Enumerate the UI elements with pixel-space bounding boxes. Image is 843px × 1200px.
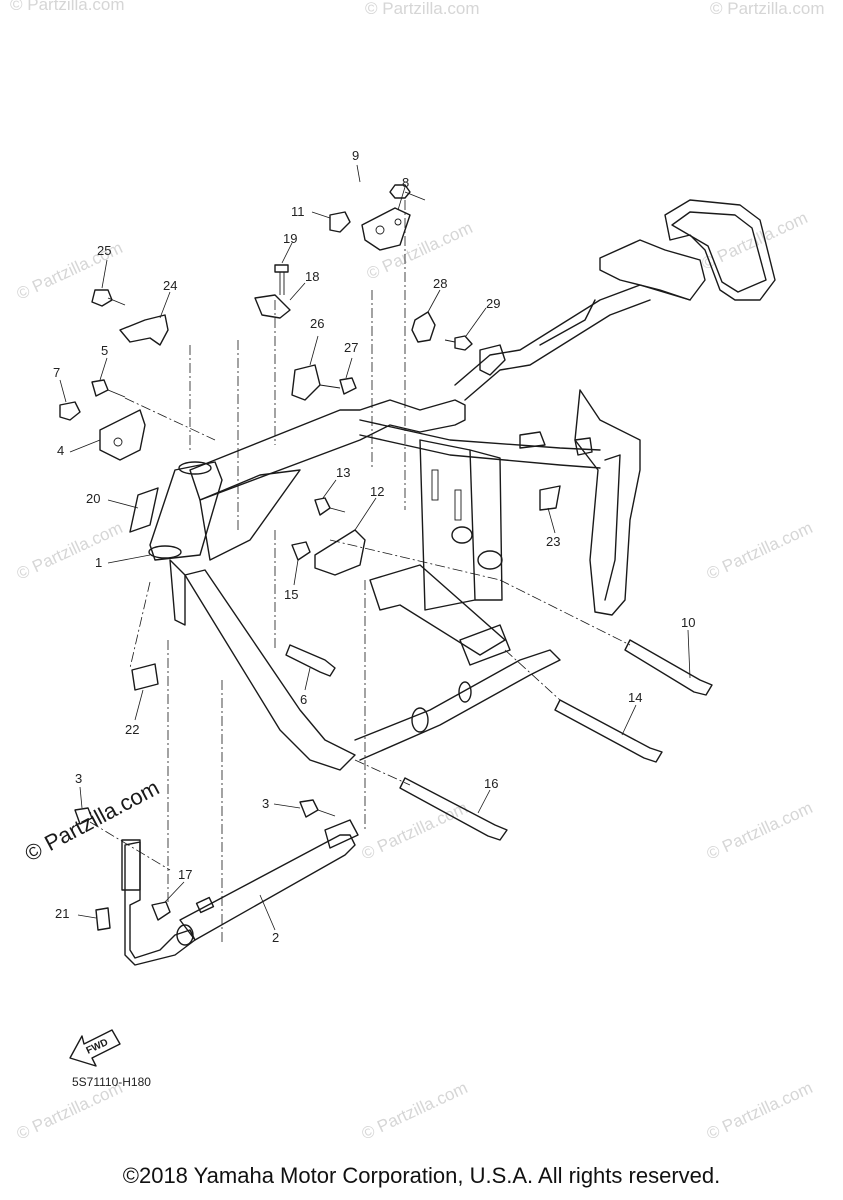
callout-23: 23	[546, 534, 560, 549]
watermark: © Partzilla.com	[14, 518, 126, 584]
callout-9: 9	[352, 148, 359, 163]
callout-15: 15	[284, 587, 298, 602]
watermark: © Partzilla.com	[704, 1078, 816, 1144]
callout-26: 26	[310, 316, 324, 331]
callout-22: 22	[125, 722, 139, 737]
callout-3a: 3	[75, 771, 82, 786]
callout-5: 5	[101, 343, 108, 358]
callout-2: 2	[272, 930, 279, 945]
fwd-label: FWD	[85, 1037, 110, 1057]
callout-6: 6	[300, 692, 307, 707]
callout-8: 8	[402, 175, 409, 190]
callout-21: 21	[55, 906, 69, 921]
watermark: © Partzilla.com	[359, 798, 471, 864]
alignment-lines	[89, 200, 631, 945]
watermark: © Partzilla.com	[365, 0, 480, 18]
callout-17: 17	[178, 867, 192, 882]
callout-labels: 9 8 11 19 18 25 24 28 29 26 27 5 7 4 20 …	[53, 148, 695, 945]
removable-down-tube	[121, 819, 359, 966]
callout-12: 12	[370, 484, 384, 499]
copyright-notice: ©2018 Yamaha Motor Corporation, U.S.A. A…	[122, 1163, 721, 1188]
callout-14: 14	[628, 690, 642, 705]
callout-27: 27	[344, 340, 358, 355]
callout-20: 20	[86, 491, 100, 506]
small-parts	[59, 184, 713, 931]
catalog-code: 5S71110-H180	[72, 1075, 151, 1089]
callout-7: 7	[53, 365, 60, 380]
callout-10: 10	[681, 615, 695, 630]
watermark: © Partzilla.com	[704, 798, 816, 864]
callout-18: 18	[305, 269, 319, 284]
callout-28: 28	[433, 276, 447, 291]
watermark: © Partzilla.com	[364, 218, 476, 284]
callout-4: 4	[57, 443, 64, 458]
watermark: © Partzilla.com	[704, 518, 816, 584]
callout-11: 11	[291, 204, 305, 219]
callout-1: 1	[95, 555, 102, 570]
watermark: © Partzilla.com	[10, 0, 125, 14]
callout-25: 25	[97, 243, 111, 258]
callout-19: 19	[283, 231, 297, 246]
main-frame	[148, 199, 776, 771]
callout-3b: 3	[262, 796, 269, 811]
callout-16: 16	[484, 776, 498, 791]
callout-24: 24	[163, 278, 177, 293]
callout-29: 29	[486, 296, 500, 311]
fwd-arrow-icon: FWD	[69, 1029, 121, 1067]
watermark: © Partzilla.com	[710, 0, 825, 18]
leader-lines	[59, 164, 691, 931]
callout-13: 13	[336, 465, 350, 480]
watermark-layer: © Partzilla.com © Partzilla.com © Partzi…	[10, 0, 825, 1144]
watermark: © Partzilla.com	[359, 1078, 471, 1144]
